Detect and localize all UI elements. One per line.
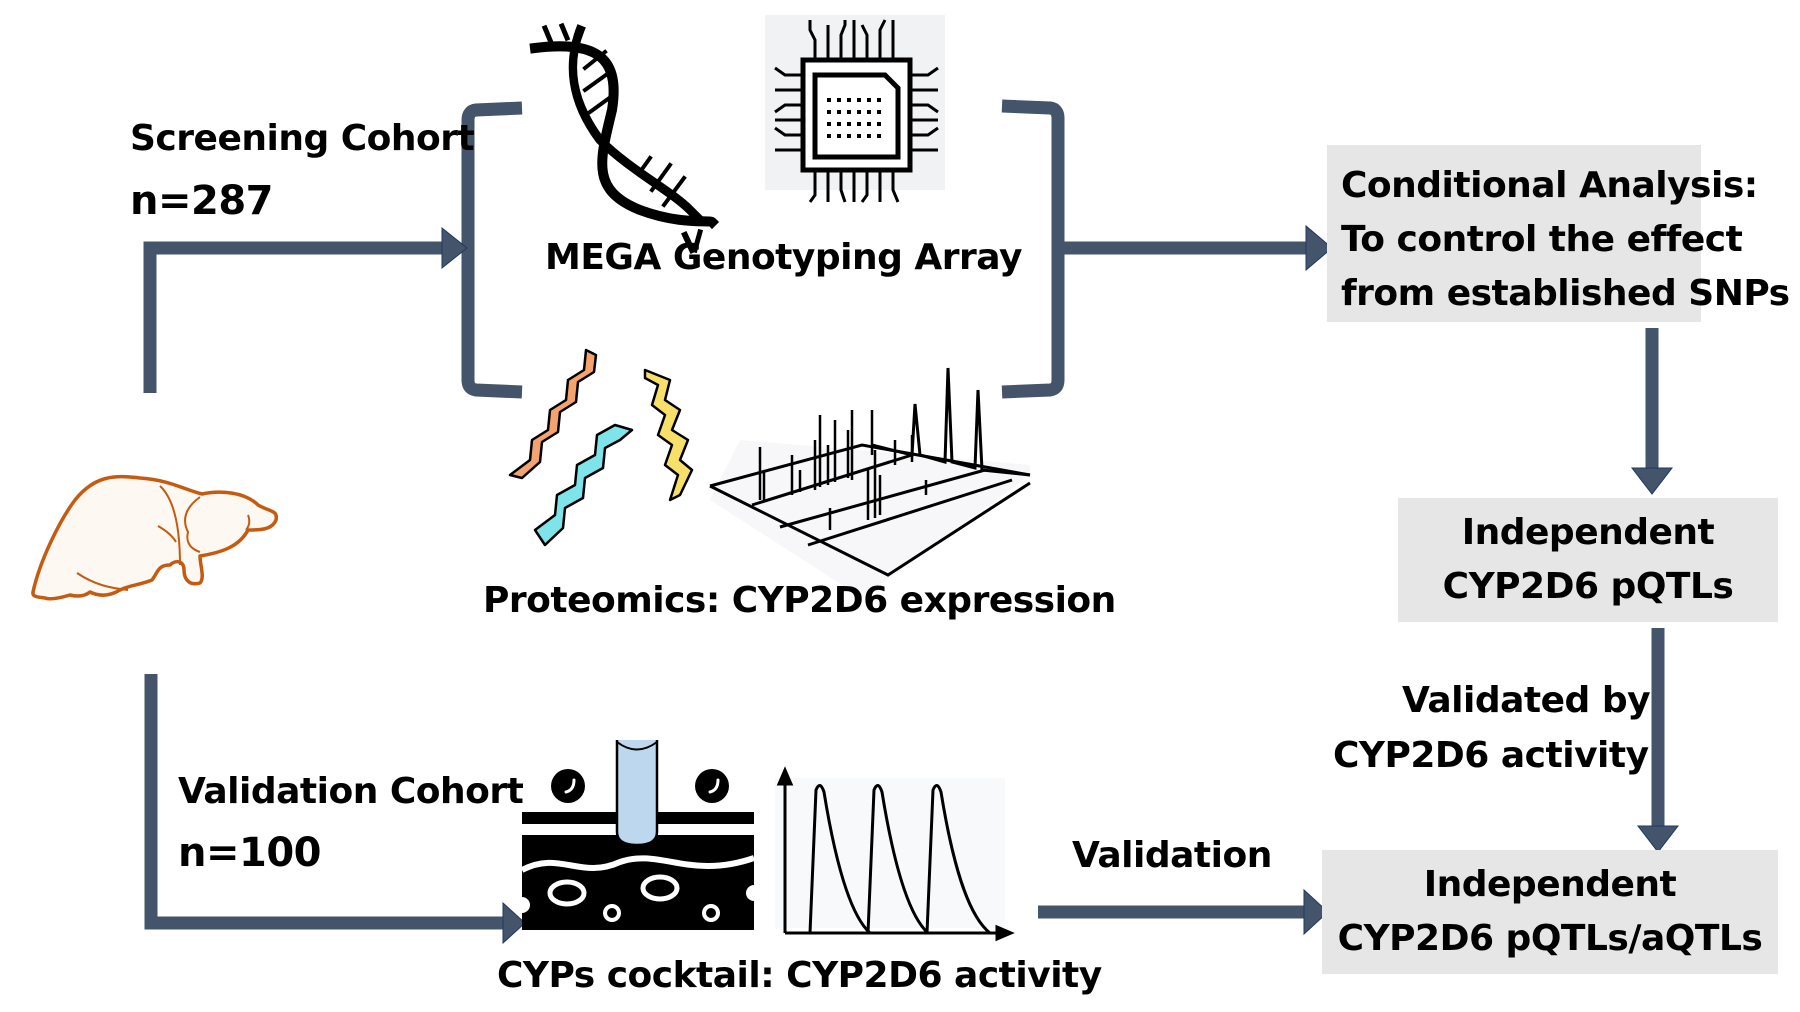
conditional-line-3: from established SNPs [1341,273,1790,314]
independent-line-1: Independent [1461,512,1715,553]
left-bracket [461,101,523,399]
arrowhead-screening [441,226,468,270]
right-bracket [1001,99,1065,399]
cocktail-label: CYPs cocktail: CYP2D6 activity [497,955,1102,996]
conditional-line-2: To control the effect [1341,219,1743,260]
tissue-pipette-icon [514,740,762,930]
validated-by-line-1: Validated by [1402,680,1651,721]
screening-cohort-n: n=287 [130,178,274,224]
validated-by-line-2: CYP2D6 activity [1333,735,1649,776]
independent-pqtl-box: Independent CYP2D6 pQTLs [1398,498,1778,622]
arrowhead-independent [1630,467,1674,495]
protein-helix-icon [508,348,694,547]
pharmacokinetic-curve-icon [775,766,1015,942]
microarray-chip-icon [765,15,945,203]
final-line-1: Independent [1423,864,1677,905]
arrowhead-conditional [1305,224,1333,272]
screening-connector [143,241,445,393]
genotyping-label: MEGA Genotyping Array [545,237,1022,278]
validation-cohort-n: n=100 [178,830,322,876]
validation-arrow-label: Validation [1072,835,1272,876]
conditional-analysis-box: Conditional Analysis: To control the eff… [1327,145,1790,322]
final-pqtl-aqtl-box: Independent CYP2D6 pQTLs/aQTLs [1322,850,1778,974]
screening-cohort-label: Screening Cohort [130,118,475,159]
arrowhead-validation-cohort [502,901,526,945]
validation-cohort-label: Validation Cohort [178,771,524,812]
validation-cohort-connector [144,674,508,930]
conditional-line-1: Conditional Analysis: [1341,165,1758,206]
final-line-2: CYP2D6 pQTLs/aQTLs [1337,918,1763,959]
mass-spectrum-icon [709,367,1031,598]
arrowhead-validation [1303,888,1329,936]
dna-helix-icon [529,22,720,254]
liver-icon [31,474,279,601]
arrowhead-final [1636,825,1680,853]
independent-line-2: CYP2D6 pQTLs [1442,566,1734,607]
proteomics-label: Proteomics: CYP2D6 expression [483,580,1116,621]
